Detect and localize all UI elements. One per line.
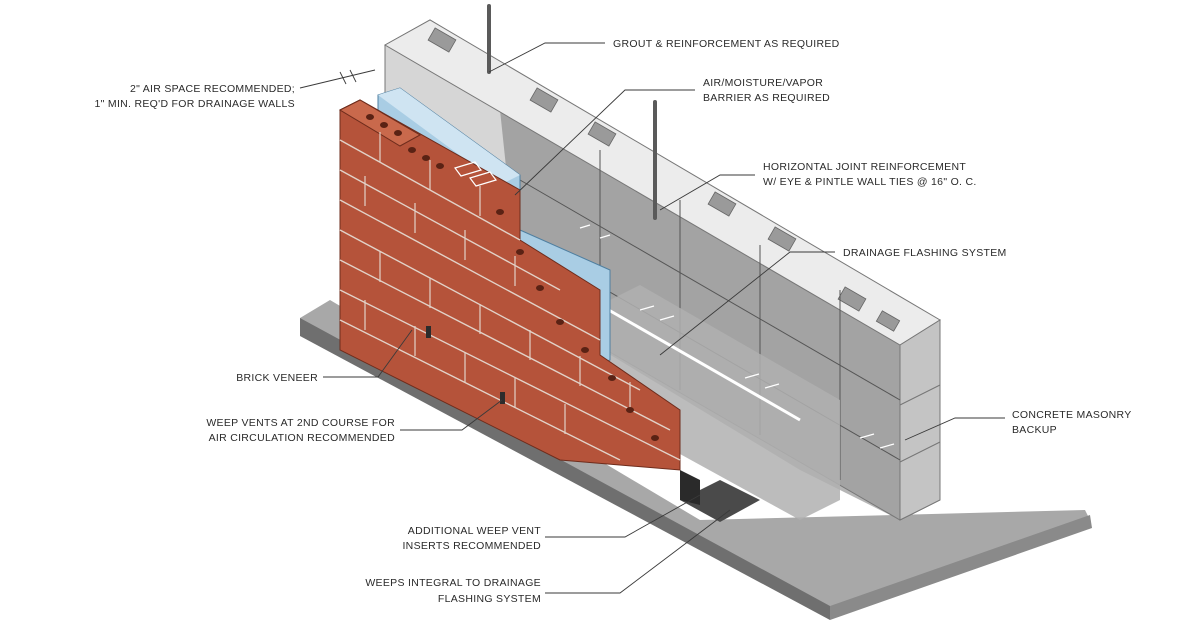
label-weeps-integral-line-1: WEEPS INTEGRAL TO DRAINAGE	[365, 577, 541, 589]
brick-veneer	[338, 99, 700, 505]
cmu-end-face	[899, 319, 941, 521]
footing-right-face	[830, 515, 1092, 620]
label-joint-line-1: HORIZONTAL JOINT REINFORCEMENT	[763, 161, 966, 173]
label-drainage: DRAINAGE FLASHING SYSTEM	[843, 247, 1007, 259]
joint-reinforcement-ties	[454, 161, 895, 449]
flashing-edge	[599, 303, 801, 422]
leader-weeps-integral	[545, 509, 731, 594]
label-additional-weep-line-2: INSERTS RECOMMENDED	[402, 540, 541, 552]
label-weeps-integral-line-2: FLASHING SYSTEM	[438, 593, 541, 605]
reinforcing-bars	[487, 4, 657, 220]
label-weep-vents-line-1: WEEP VENTS AT 2ND COURSE FOR	[206, 417, 395, 429]
leader-cmu	[904, 417, 1005, 441]
barrier-edge	[378, 88, 520, 185]
labels: GROUT & REINFORCEMENT AS REQUIRED AIR/MO…	[95, 38, 1132, 605]
label-cmu-line-1: CONCRETE MASONRY	[1012, 409, 1132, 421]
cmu-end-joints	[899, 384, 941, 463]
brick-front-face	[339, 99, 681, 471]
flashing-sheet	[600, 285, 840, 520]
brick-bottom-corner	[680, 470, 700, 505]
leader-drainage	[659, 251, 835, 356]
label-air-space-line-2: 1" MIN. REQ'D FOR DRAINAGE WALLS	[95, 98, 295, 110]
label-brick-veneer: BRICK VENEER	[236, 372, 318, 384]
brick-mortar-lines	[339, 139, 681, 461]
label-air-space-line-1: 2" AIR SPACE RECOMMENDED;	[130, 83, 295, 95]
leader-barrier	[514, 89, 695, 196]
label-weep-vents-line-2: AIR CIRCULATION RECOMMENDED	[209, 432, 396, 444]
label-barrier-line-2: BARRIER AS REQUIRED	[703, 92, 830, 104]
air-space-dimension	[299, 69, 376, 89]
leader-joint	[659, 174, 755, 211]
leader-grout	[488, 42, 605, 73]
label-additional-weep-line-1: ADDITIONAL WEEP VENT	[408, 525, 541, 537]
leader-lines	[323, 42, 1005, 594]
footing-top	[300, 300, 1090, 610]
leader-weep-vents	[400, 399, 503, 431]
brick-head-joints	[364, 132, 631, 434]
leader-brick	[323, 329, 413, 378]
leader-additional-weep	[545, 494, 701, 538]
weep-vents	[426, 326, 505, 404]
cmu-cores	[427, 27, 901, 332]
label-joint-line-2: W/ EYE & PINTLE WALL TIES @ 16" O. C.	[763, 176, 977, 188]
brick-cores	[366, 114, 659, 441]
label-grout: GROUT & REINFORCEMENT AS REQUIRED	[613, 38, 840, 50]
label-cmu-line-2: BACKUP	[1012, 424, 1057, 436]
label-barrier-line-1: AIR/MOISTURE/VAPOR	[703, 77, 823, 89]
